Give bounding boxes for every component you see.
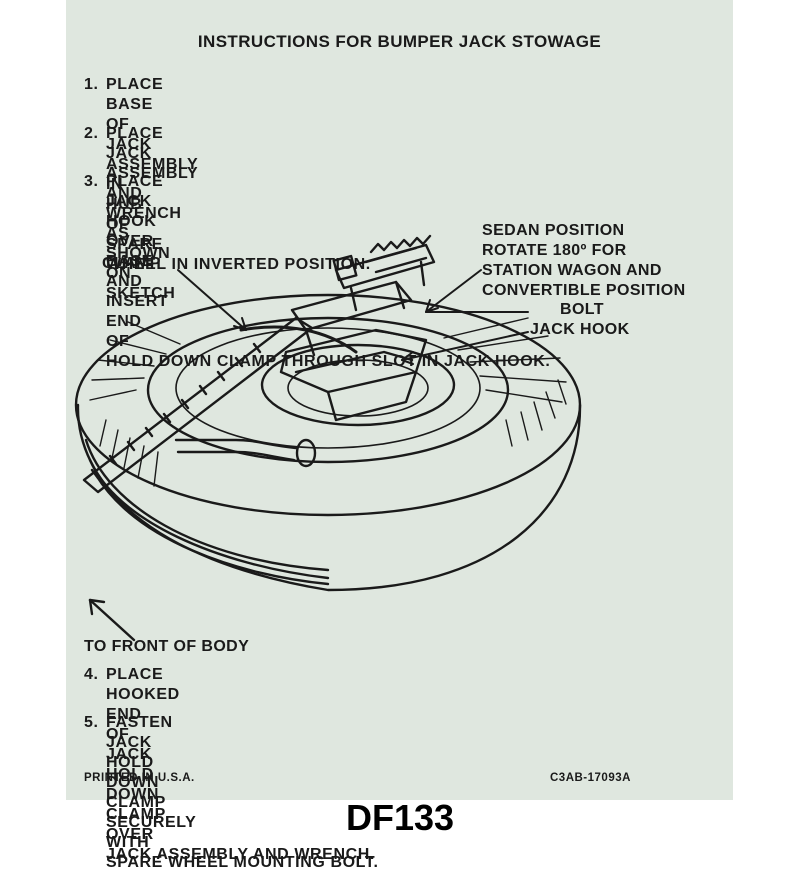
tire-tread-hatching	[89, 317, 567, 487]
label-sedan-line: STATION WAGON AND	[482, 262, 662, 279]
jack-assembly	[279, 234, 436, 422]
clamp-strap	[239, 325, 358, 354]
step-number: 1.	[84, 76, 99, 93]
front-arrow	[88, 598, 136, 642]
step-number: 3.	[84, 173, 99, 190]
step-text-line: SPARE WHEEL MOUNTING BOLT.	[106, 854, 379, 871]
page-title: INSTRUCTIONS FOR BUMPER JACK STOWAGE	[197, 32, 602, 51]
part-number: C3AB-17093A	[550, 772, 631, 784]
tire-sidewall	[76, 403, 582, 592]
printed-in-usa: PRINTED IN U.S.A.	[84, 772, 195, 784]
wheel-hub	[260, 343, 456, 427]
step-text-line: WHEEL IN INVERTED POSITION.	[106, 256, 371, 273]
label-to-front-of-body: TO FRONT OF BODY	[84, 638, 250, 655]
step-number: 2.	[84, 125, 99, 142]
label-sedan-line: ROTATE 180º FOR	[482, 242, 627, 259]
jack-bar	[82, 316, 317, 494]
product-code: DF133	[345, 797, 455, 838]
label-clamp: CLAMP	[102, 255, 161, 272]
label-bolt: BOLT	[560, 301, 604, 318]
step-number: 5.	[84, 714, 99, 731]
step-text-line: HOLD DOWN CLAMP THROUGH SLOT IN JACK HOO…	[106, 353, 551, 370]
step-text-line: SKETCH	[106, 285, 176, 302]
label-sedan-line: SEDAN POSITION	[482, 222, 625, 239]
instruction-decal: INSTRUCTIONS FOR BUMPER JACK STOWAGE 1. …	[66, 0, 733, 871]
step-number: 4.	[84, 666, 99, 683]
wrench-end	[295, 438, 317, 468]
wheel-rim	[146, 316, 510, 464]
label-sedan-position: SEDAN POSITION ROTATE 180º FOR STATION W…	[482, 221, 686, 301]
label-sedan-line: CONVERTIBLE POSITION	[482, 282, 686, 299]
jack-stowage-sketch	[74, 234, 582, 642]
leader-lines	[177, 269, 529, 365]
label-jack-hook: JACK HOOK	[530, 321, 630, 338]
